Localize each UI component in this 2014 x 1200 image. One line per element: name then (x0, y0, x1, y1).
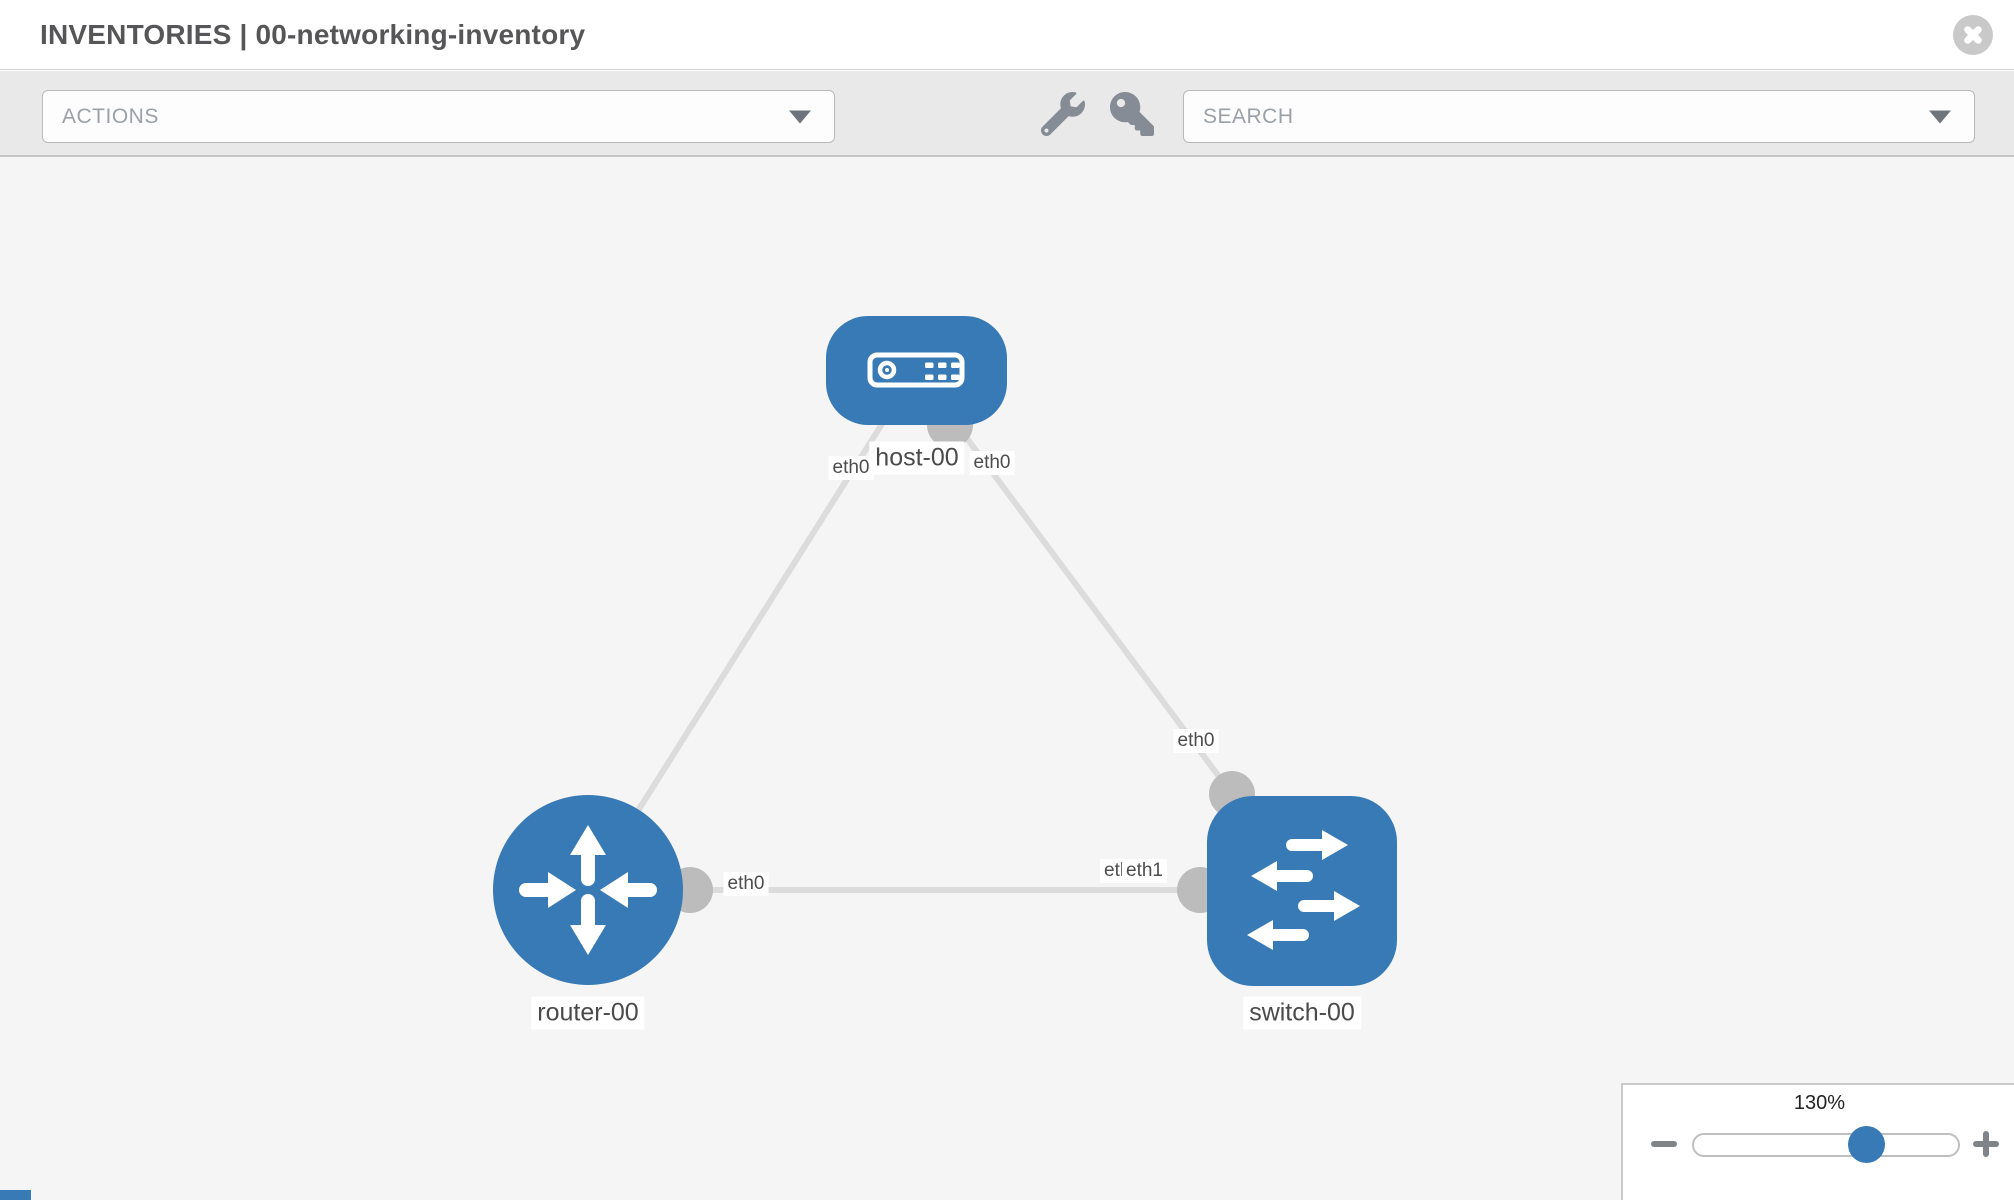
node-switch-00[interactable] (1207, 796, 1397, 986)
if-label-host-right: eth0 (969, 451, 1015, 475)
zoom-in-button[interactable] (1971, 1129, 2001, 1159)
wrench-icon[interactable] (1040, 92, 1085, 137)
if-label-switch-top-eth0: eth0 (1173, 729, 1219, 753)
host-icon (867, 352, 965, 388)
search-box (1183, 90, 1975, 143)
if-label-host-left: eth0 (828, 456, 874, 480)
topology-canvas[interactable]: host-00 router-00 switch-00 eth0 eth0 et… (0, 157, 2014, 1200)
search-input[interactable] (1184, 91, 1924, 142)
zoom-level-value: 130% (1793, 1092, 1846, 1114)
close-icon[interactable] (1953, 15, 1993, 55)
legend-panel-edge (0, 1190, 31, 1200)
zoom-out-button[interactable] (1649, 1129, 1679, 1159)
actions-dropdown[interactable]: ACTIONS (42, 90, 835, 143)
page-title: INVENTORIES | 00-networking-inventory (40, 18, 586, 50)
link-host-switch[interactable] (913, 368, 1235, 796)
node-host-00[interactable] (826, 316, 1007, 425)
zoom-slider-thumb[interactable] (1848, 1126, 1885, 1163)
zoom-slider-track[interactable] (1692, 1133, 1960, 1157)
node-label-switch: switch-00 (1243, 996, 1361, 1030)
chevron-down-icon (789, 110, 811, 123)
node-label-router: router-00 (531, 996, 645, 1030)
actions-dropdown-label: ACTIONS (62, 104, 159, 128)
key-icon[interactable] (1110, 92, 1154, 136)
connector-group (667, 402, 1255, 913)
minus-icon (1651, 1141, 1677, 1147)
node-router-00[interactable] (493, 795, 683, 985)
router-icon (519, 825, 657, 955)
zoom-control-panel: 130% (1621, 1083, 2014, 1200)
topology-graph (493, 316, 1397, 986)
switch-icon (1247, 830, 1360, 950)
toolbar: ACTIONS (0, 71, 2014, 157)
node-label-host: host-00 (869, 441, 965, 475)
if-label-router-eth0: eth0 (723, 872, 769, 896)
header-bar: INVENTORIES | 00-networking-inventory (0, 0, 2014, 70)
chevron-down-icon (1929, 110, 1951, 123)
if-label-switch-eth1-front: eth1 (1122, 859, 1167, 883)
